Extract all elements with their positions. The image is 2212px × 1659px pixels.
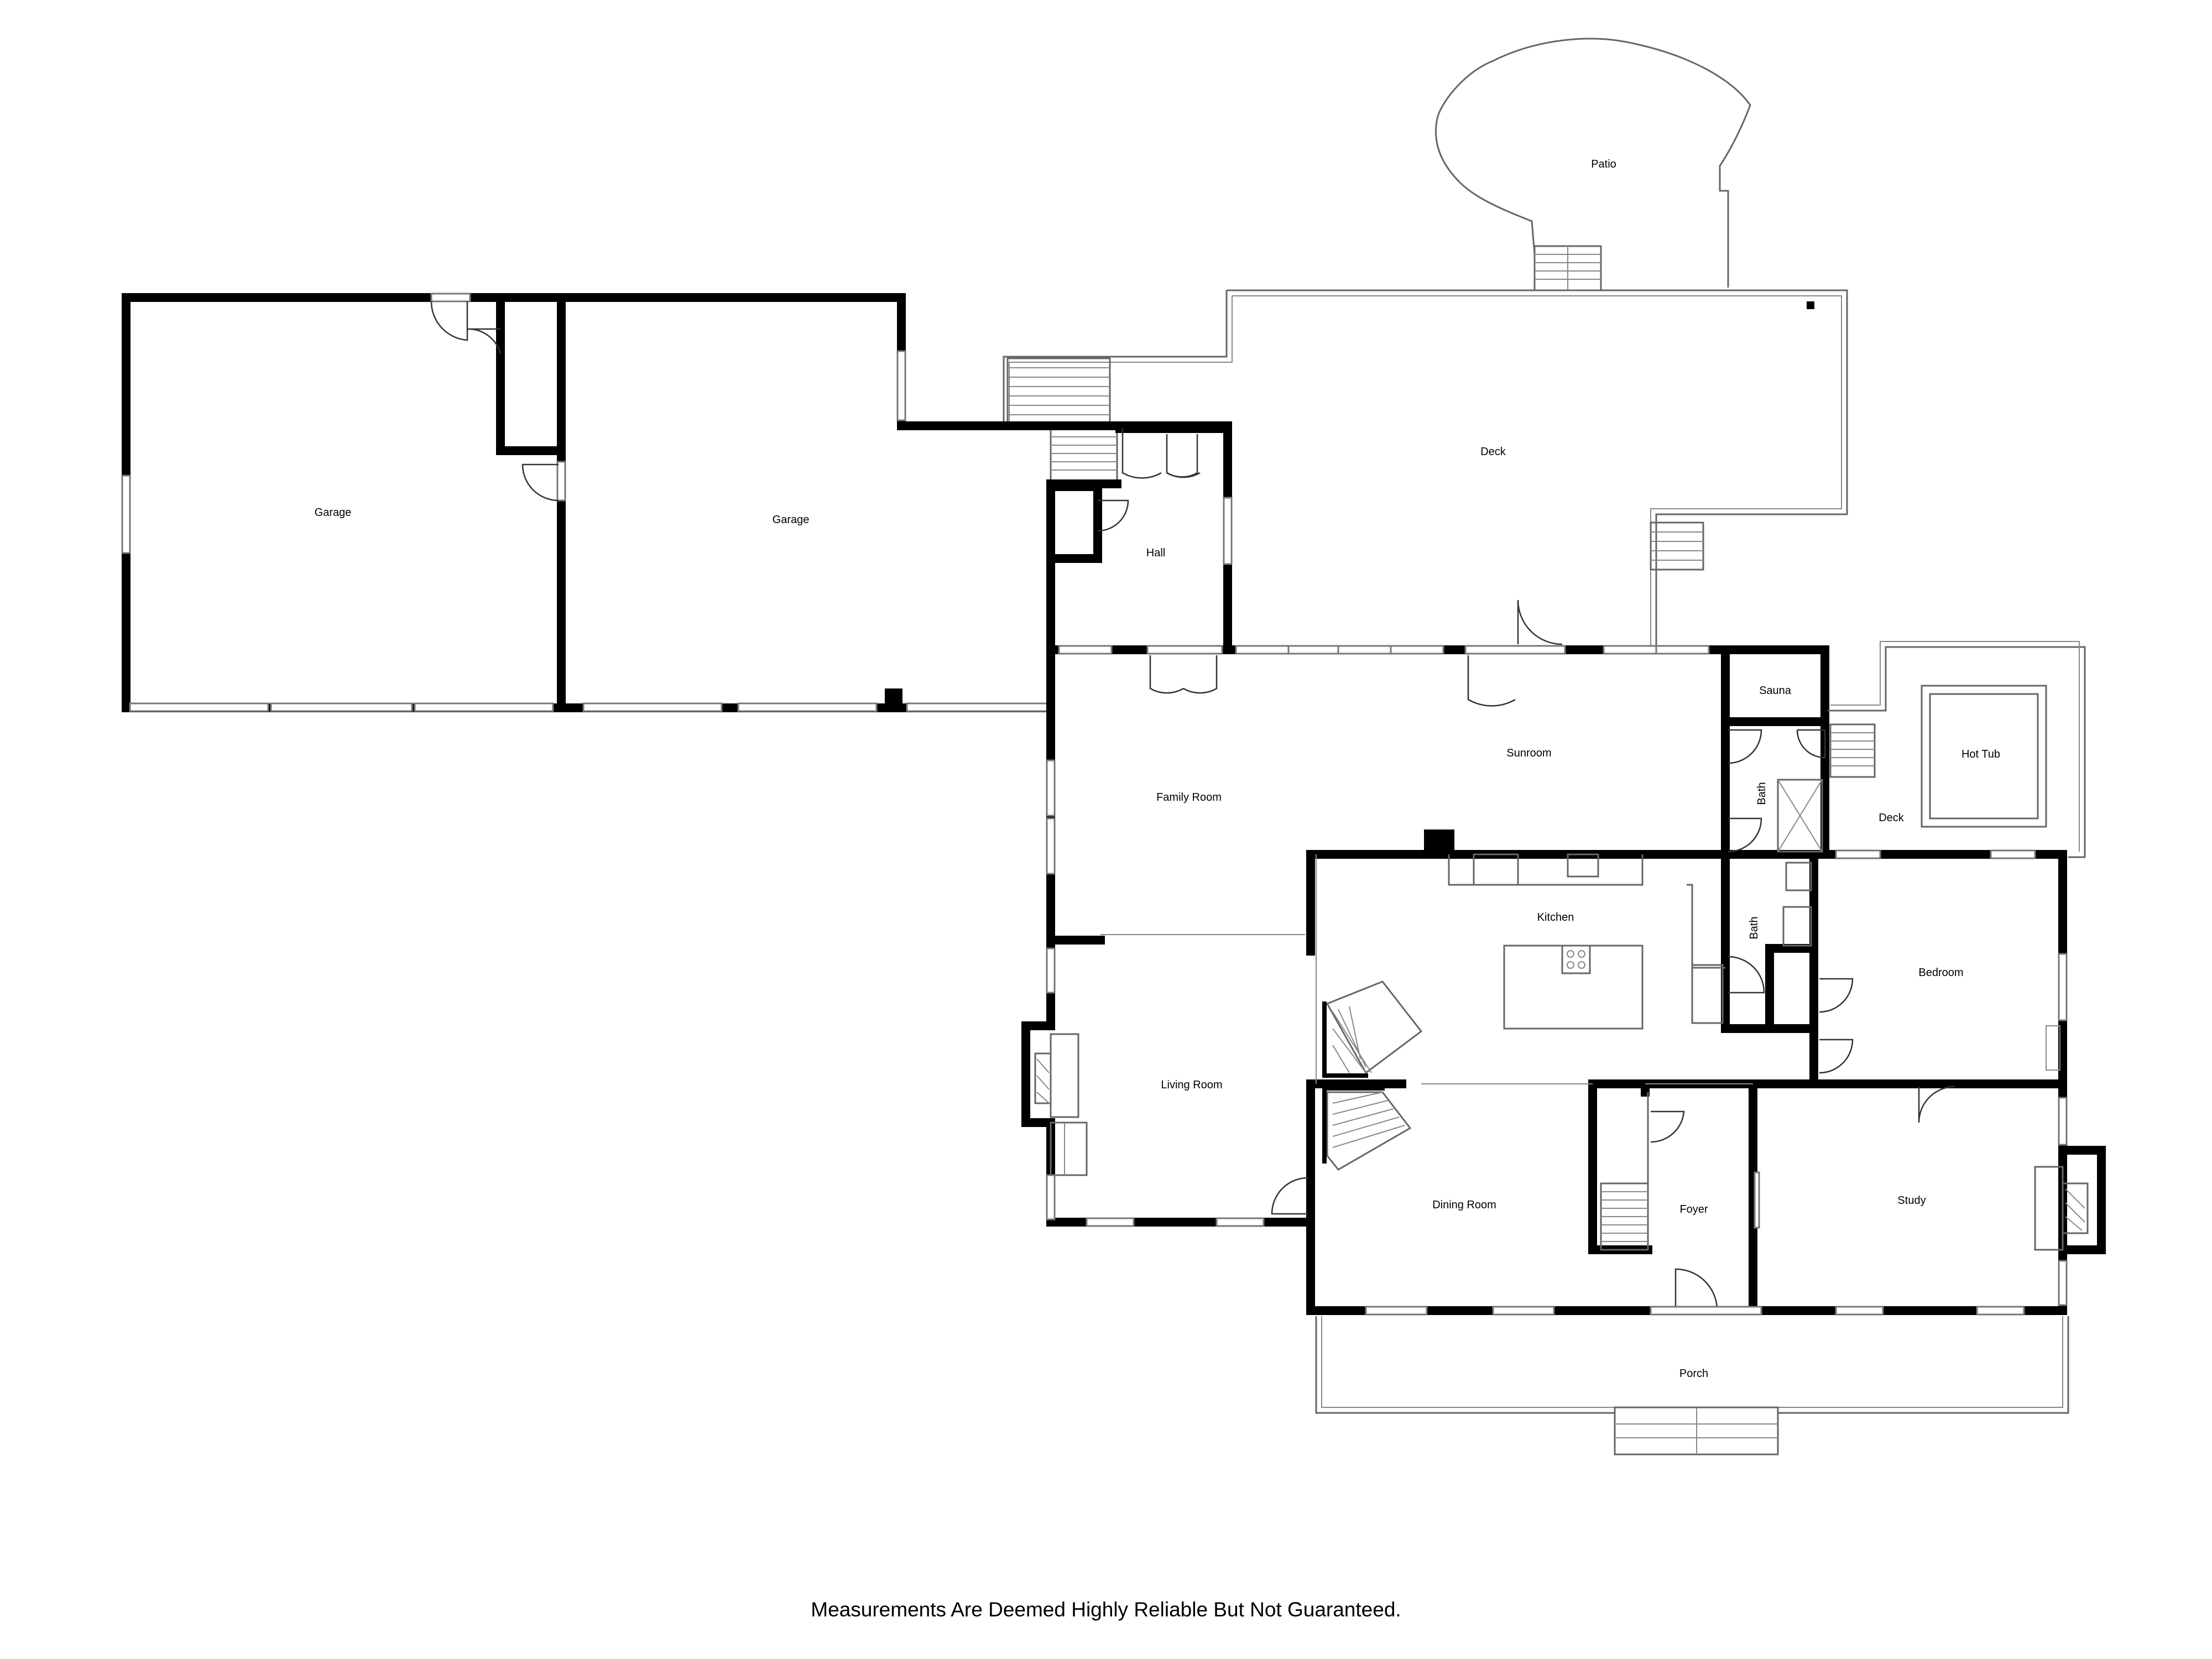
label-bath-lower: Bath (1748, 916, 1760, 939)
deck-post (1807, 301, 1814, 309)
label-garage-right: Garage (773, 514, 810, 526)
living-fireplace (1034, 947, 1308, 1227)
porch (1315, 1316, 2069, 1455)
label-bedroom: Bedroom (1918, 967, 1963, 979)
deck-outline-outer (1003, 289, 1848, 653)
foyer-stairs (1600, 1092, 1649, 1251)
study-fireplace (2034, 1097, 2089, 1306)
label-garage-left: Garage (315, 507, 352, 519)
house-walls (1021, 645, 2106, 1315)
north-wall-openings (1046, 599, 1710, 875)
label-porch: Porch (1679, 1368, 1708, 1380)
label-living-room: Living Room (1161, 1079, 1222, 1091)
label-family-room: Family Room (1156, 791, 1222, 804)
label-hall: Hall (1146, 547, 1165, 559)
label-deck-side: Deck (1879, 812, 1905, 824)
kitchen-stairs (1322, 980, 1423, 1078)
deck-outline-inner (1009, 295, 1842, 653)
label-dining-room: Dining Room (1432, 1199, 1496, 1211)
deck-stairs-right (1650, 521, 1704, 571)
front-door (1674, 1268, 1718, 1308)
label-bath-upper: Bath (1756, 782, 1768, 805)
patio-outline (1434, 38, 1751, 288)
garage-openings (121, 293, 1049, 712)
bath-sauna-fixtures (1728, 729, 1826, 994)
room-labels: Patio Deck Garage Garage Hall Family Roo… (315, 158, 2000, 1380)
chimney-block (1424, 830, 1454, 852)
label-kitchen: Kitchen (1537, 911, 1574, 924)
hall-walls (1046, 424, 1233, 712)
patio-stairs (1533, 245, 1602, 291)
hall-stairs (1050, 427, 1118, 482)
disclaimer-note: Measurements Are Deemed Highly Reliable … (811, 1598, 1401, 1621)
dining-stairs (1322, 1084, 1412, 1171)
label-foyer: Foyer (1679, 1203, 1708, 1215)
label-study: Study (1897, 1194, 1926, 1207)
bedroom-openings (1819, 953, 2068, 1123)
label-sauna: Sauna (1759, 685, 1792, 697)
garage-post (885, 688, 902, 706)
foyer-inner-door (1650, 1110, 1685, 1143)
side-deck (1828, 641, 2086, 859)
label-sunroom: Sunroom (1506, 747, 1551, 759)
kitchen-cabinets (1448, 853, 1725, 1030)
label-hot-tub: Hot Tub (1961, 748, 2000, 760)
label-patio: Patio (1591, 158, 1616, 170)
label-deck-main: Deck (1480, 446, 1506, 458)
south-wall-openings (1365, 1171, 2025, 1316)
deck-stairs-left (1006, 357, 1111, 426)
